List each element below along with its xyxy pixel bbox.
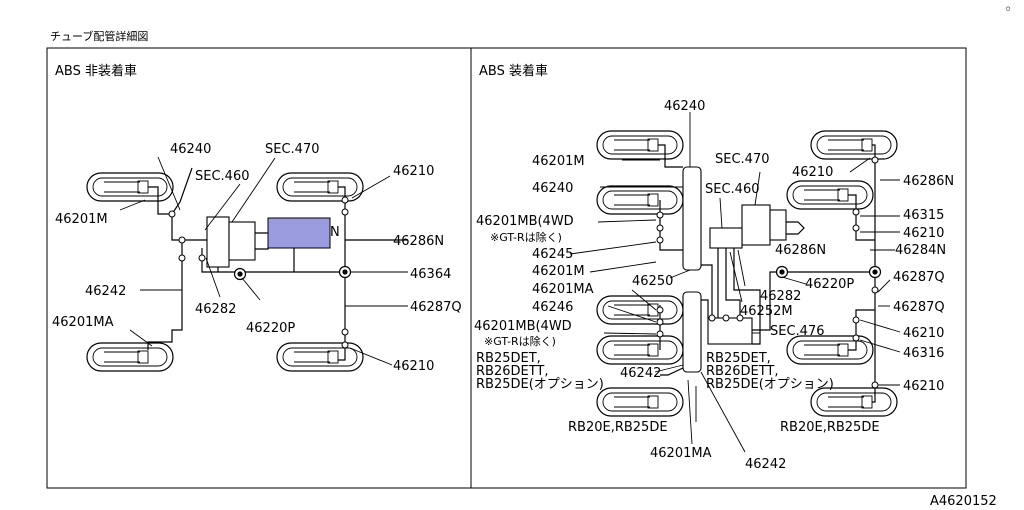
left-label-46364: 46364	[410, 267, 451, 282]
left-label-sec470: SEC.470	[265, 142, 320, 157]
right-label-46246: 46246	[532, 300, 573, 315]
abs-actuator	[707, 317, 753, 345]
right-label-rb25det-a: RB25DET,	[476, 351, 541, 366]
right-label-rb25de-b: RB25DE(オプション)	[706, 377, 834, 392]
right-label-rb25de-a: RB25DE(オプション)	[476, 377, 604, 392]
left-label-46210-bot: 46210	[393, 359, 434, 374]
abs-master-cylinder	[741, 204, 771, 246]
right-label-46286n-b: 46286N	[775, 243, 826, 258]
central-tube-lower	[682, 291, 702, 373]
abs-reservoir	[709, 227, 743, 249]
right-label-46201m-b: 46201M	[532, 264, 585, 279]
left-label-46282: 46282	[195, 302, 236, 317]
right-label-46240-top: 46240	[664, 99, 705, 114]
central-tube-upper	[682, 166, 702, 271]
right-label-rb25det-b: RB25DET,	[706, 351, 771, 366]
right-label-rb26dett-a: RB26DETT,	[476, 364, 549, 379]
left-label-46286n: 46286N	[393, 234, 444, 249]
right-label-46245: 46245	[532, 247, 573, 262]
left-label-46287q: 46287Q	[410, 300, 462, 315]
right-label-rb26dett-b: RB26DETT,	[706, 364, 779, 379]
right-label-46240-b: 46240	[532, 181, 573, 196]
right-panel: ABS 装着車	[474, 63, 954, 472]
figure-id: A4620152	[930, 494, 997, 509]
right-label-46286n-a: 46286N	[903, 174, 954, 189]
left-label-46201m: 46201M	[55, 212, 108, 227]
right-label-sec476: SEC.476	[770, 324, 825, 339]
right-panel-heading: ABS 装着車	[479, 63, 548, 79]
abs-wheel-4	[596, 335, 684, 365]
right-label-46220p: 46220P	[805, 277, 854, 292]
abs-wheel-7	[786, 180, 874, 210]
right-label-46250: 46250	[632, 274, 673, 289]
right-label-sec470: SEC.470	[715, 152, 770, 167]
right-label-46210-d: 46210	[903, 379, 944, 394]
right-label-46210-a: 46210	[792, 165, 833, 180]
right-label-46201mb-a: 46201MB(4WD	[476, 214, 574, 229]
left-label-46242: 46242	[85, 284, 126, 299]
right-label-46210-c: 46210	[903, 326, 944, 341]
left-label-46201ma: 46201MA	[52, 315, 114, 330]
rear-left-wheel	[86, 342, 174, 372]
brake-booster	[267, 217, 331, 249]
right-label-46242-b: 46242	[745, 457, 786, 472]
right-label-46201ma-a: 46201MA	[532, 282, 594, 297]
rear-right-wheel	[276, 342, 364, 372]
right-label-46287q-b: 46287Q	[893, 300, 945, 315]
right-label-sec460: SEC.460	[705, 182, 760, 197]
right-label-46284n: 46284N	[895, 243, 946, 258]
left-label-46210-top: 46210	[393, 164, 434, 179]
left-label-46220p: 46220P	[246, 321, 295, 336]
corner-button[interactable]: ◦	[1004, 2, 1012, 18]
abs-wheel-5	[596, 387, 684, 417]
right-label-46201mb-b: 46201MB(4WD	[474, 319, 572, 334]
right-label-gtr-b: ※GT-Rは除く)	[484, 334, 556, 348]
right-label-46282: 46282	[760, 289, 801, 304]
right-label-46201m-a: 46201M	[532, 154, 585, 169]
right-label-46201ma-b: 46201MA	[650, 446, 712, 461]
right-label-gtr-a: ※GT-Rは除く)	[490, 230, 562, 244]
abs-wheel-3	[596, 295, 684, 325]
right-label-46316: 46316	[903, 346, 944, 361]
right-label-rb20e-a: RB20E,RB25DE	[568, 420, 668, 435]
front-right-wheel	[276, 172, 364, 202]
master-cylinder	[206, 216, 230, 268]
front-left-wheel	[86, 172, 174, 202]
right-label-46315: 46315	[903, 208, 944, 223]
left-panel-heading: ABS 非装着車	[55, 63, 137, 79]
abs-wheel-6	[810, 130, 898, 160]
booster-n-mark: N	[330, 225, 340, 240]
abs-wheel-9	[810, 387, 898, 417]
outer-frame	[46, 47, 967, 489]
left-panel: ABS 非装着車 N	[52, 63, 462, 374]
abs-wheel-2	[596, 185, 684, 215]
right-label-rb20e-b: RB20E,RB25DE	[780, 420, 880, 435]
right-label-46210-b: 46210	[903, 226, 944, 241]
abs-wheel-1	[596, 130, 684, 160]
left-label-46240: 46240	[170, 142, 211, 157]
right-label-46287q-a: 46287Q	[893, 270, 945, 285]
right-label-46242-a: 46242	[620, 366, 661, 381]
left-label-sec460: SEC.460	[195, 169, 250, 184]
diagram-title: チューブ配管詳細図	[50, 29, 148, 43]
right-label-46252m: 46252M	[740, 304, 793, 319]
